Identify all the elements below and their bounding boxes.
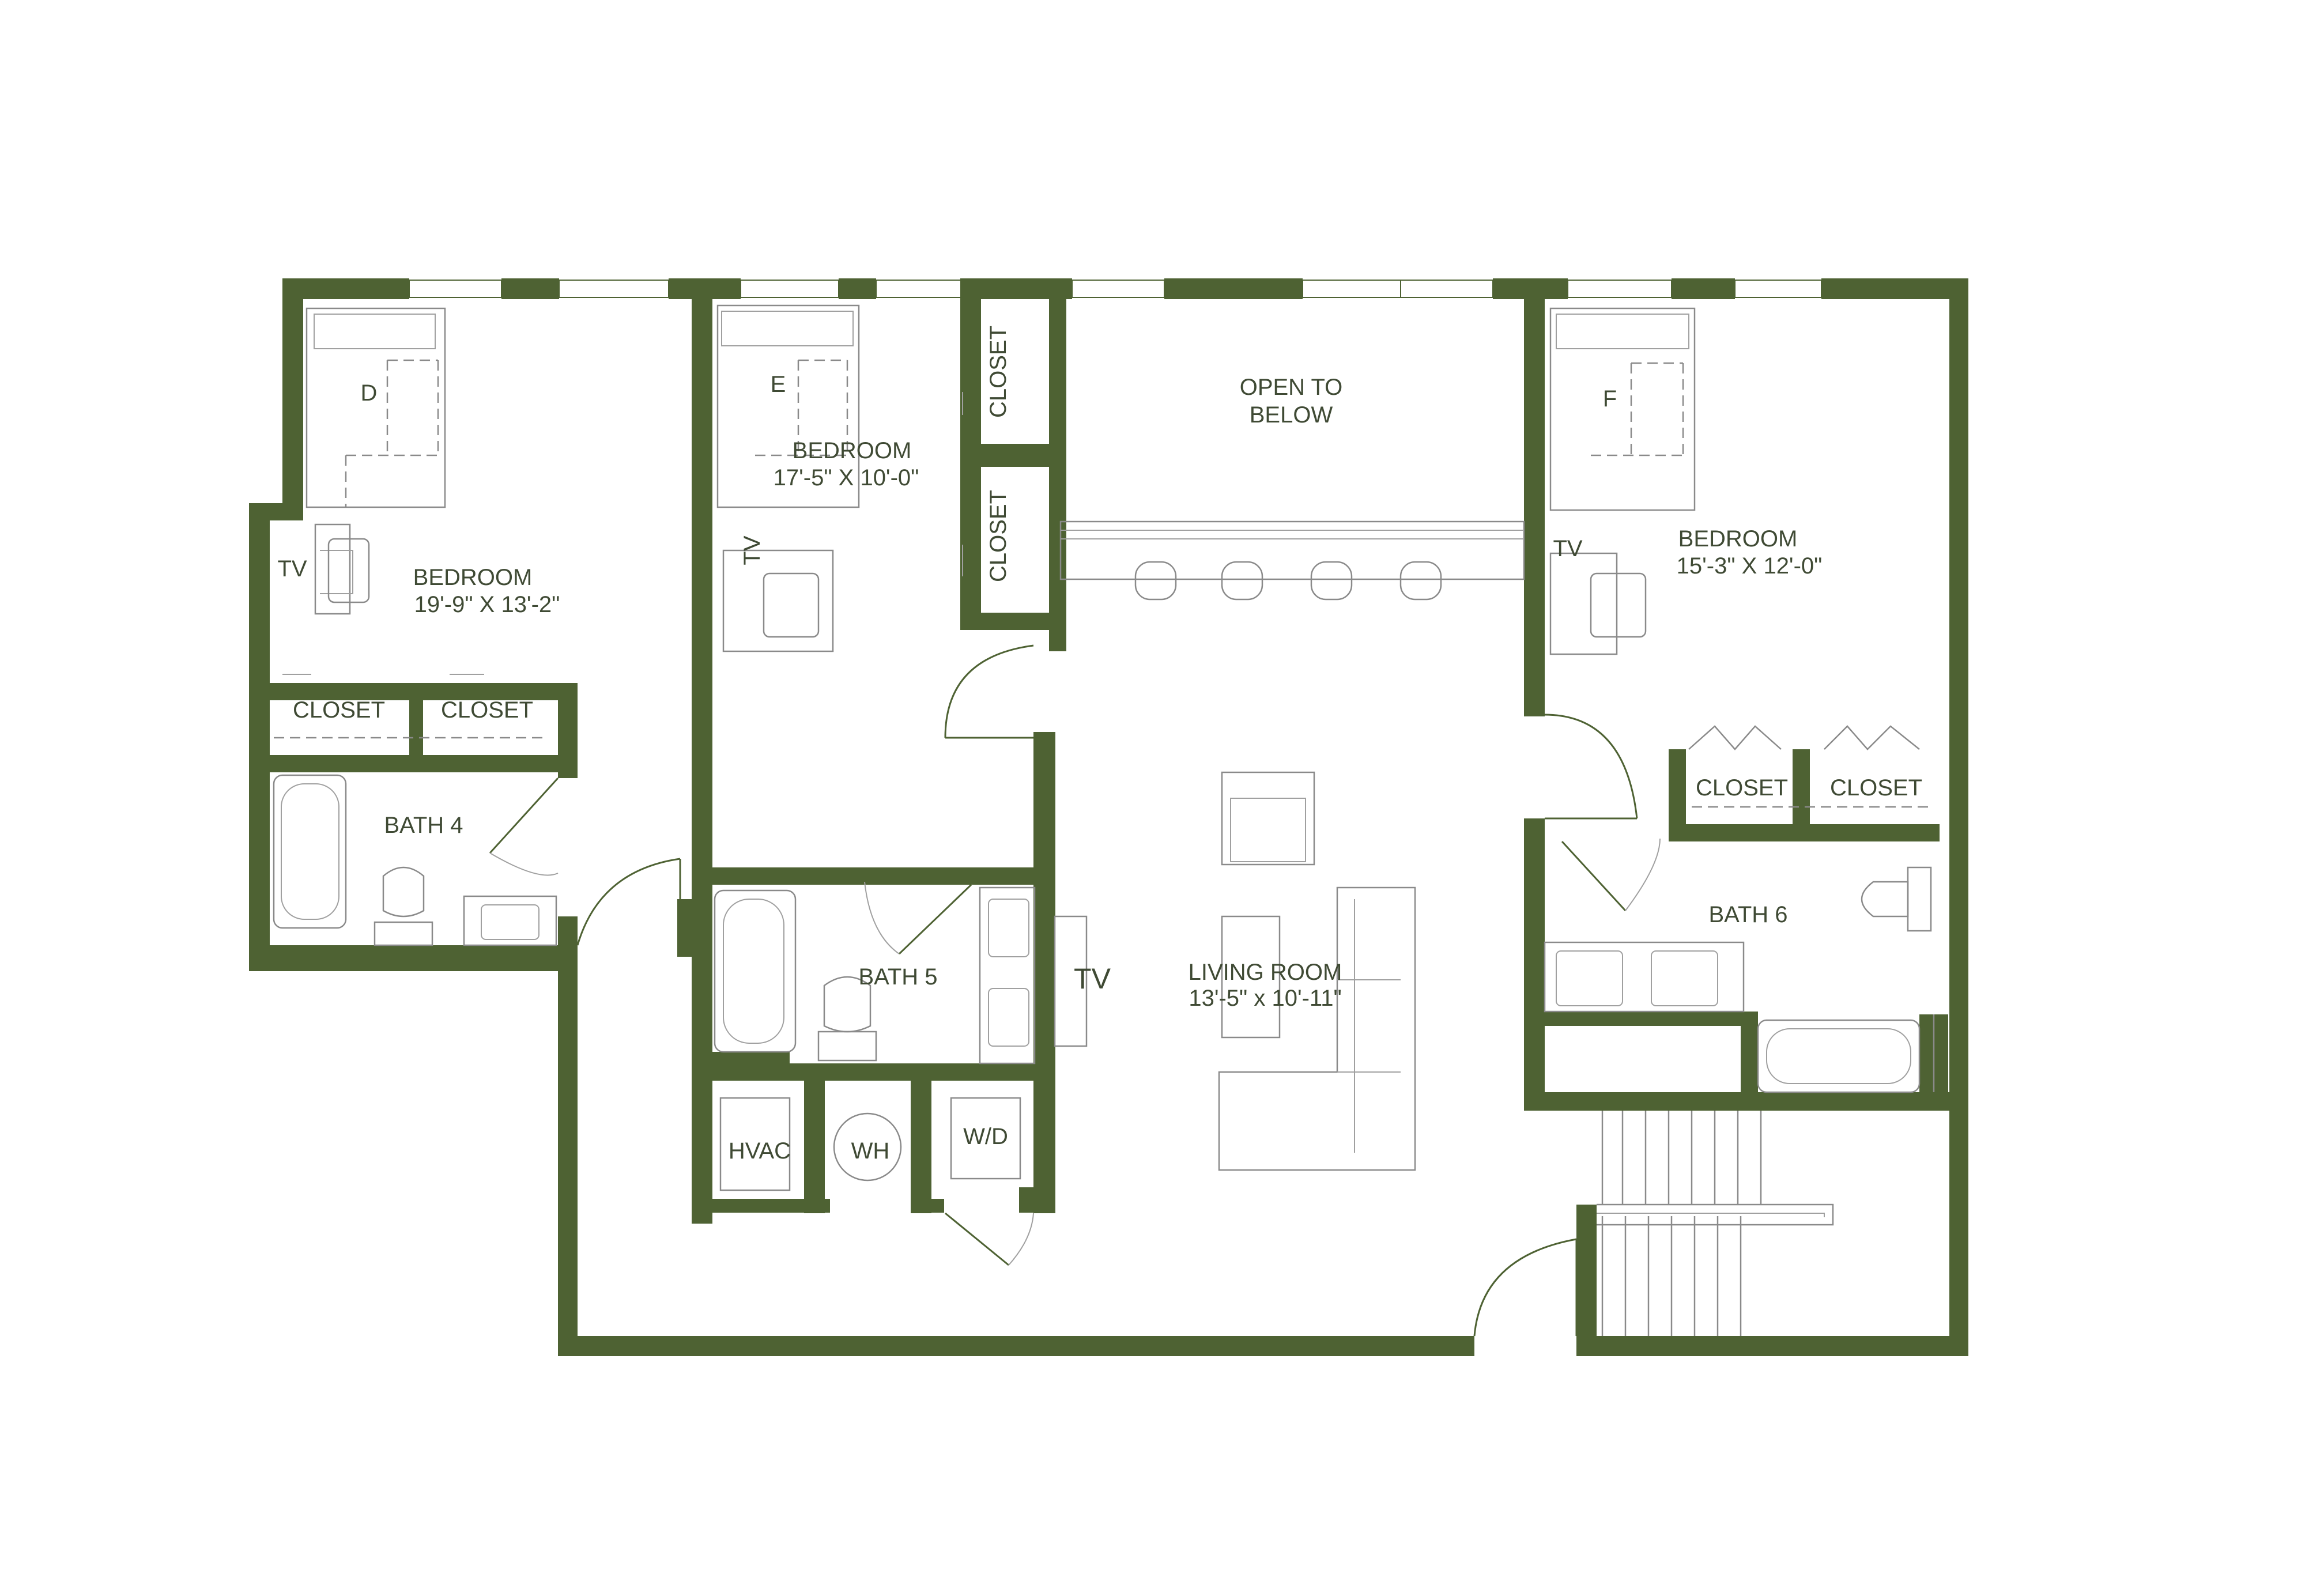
- closet-label-d1: CLOSET: [293, 697, 385, 723]
- closet-label-f1: CLOSET: [1696, 775, 1788, 801]
- bed-letter-d: D: [361, 380, 378, 406]
- open-to-below-line1: OPEN TO: [1240, 375, 1343, 400]
- doors: [489, 644, 1661, 1337]
- bedroom-d-dims: 19'-9" X 13'-2": [414, 592, 560, 617]
- hvac-label: HVAC: [729, 1138, 791, 1164]
- bath-5-label: BATH 5: [858, 964, 937, 990]
- tv-label-living: TV: [1074, 963, 1111, 995]
- mechanical-room-fixtures: [719, 1097, 1021, 1191]
- tv-label-f: TV: [1553, 536, 1582, 561]
- bath-6-fixtures: [1544, 866, 1935, 1093]
- bedroom-d-name: BEDROOM: [413, 565, 533, 590]
- labels: D BEDROOM 19'-9" X 13'-2" TV E BEDROOM 1…: [277, 326, 1922, 1164]
- stairs: [1597, 1111, 1834, 1336]
- wd-label: W/D: [963, 1124, 1008, 1149]
- wh-label: WH: [851, 1138, 890, 1164]
- bath-4-label: BATH 4: [384, 813, 463, 838]
- bedroom-e-name: BEDROOM: [793, 438, 912, 463]
- closet-label-e2: CLOSET: [986, 490, 1011, 582]
- bedroom-f-name: BEDROOM: [1678, 526, 1798, 552]
- open-to-below-line2: BELOW: [1250, 402, 1333, 428]
- tv-label-d: TV: [277, 556, 307, 582]
- closets-f-doors: [1688, 725, 1931, 808]
- bedroom-f-furniture: [1549, 307, 1696, 655]
- bed-letter-f: F: [1603, 386, 1617, 412]
- windows: [409, 280, 1822, 298]
- bedroom-f-dims: 15'-3" X 12'-0": [1677, 553, 1823, 579]
- bath-5-fixtures: [714, 886, 1036, 1065]
- bedroom-e-dims: 17'-5" X 10'-0": [774, 465, 919, 490]
- walls: [249, 278, 1968, 1356]
- living-room-name: LIVING ROOM: [1189, 960, 1342, 985]
- bed-letter-e: E: [771, 372, 786, 397]
- tv-label-e: TV: [740, 535, 765, 565]
- open-to-below-area: [1059, 520, 1525, 601]
- closet-label-e1: CLOSET: [986, 326, 1011, 418]
- bath-6-label: BATH 6: [1708, 902, 1787, 927]
- bedroom-e-furniture: [716, 304, 963, 652]
- closet-label-f2: CLOSET: [1830, 775, 1922, 801]
- living-room-dims: 13'-5" x 10'-11": [1189, 986, 1341, 1011]
- bath-4-fixtures: [273, 737, 557, 946]
- closet-label-d2: CLOSET: [441, 697, 533, 723]
- living-room-furniture: [1054, 771, 1416, 1171]
- bedroom-d-furniture: [282, 307, 484, 675]
